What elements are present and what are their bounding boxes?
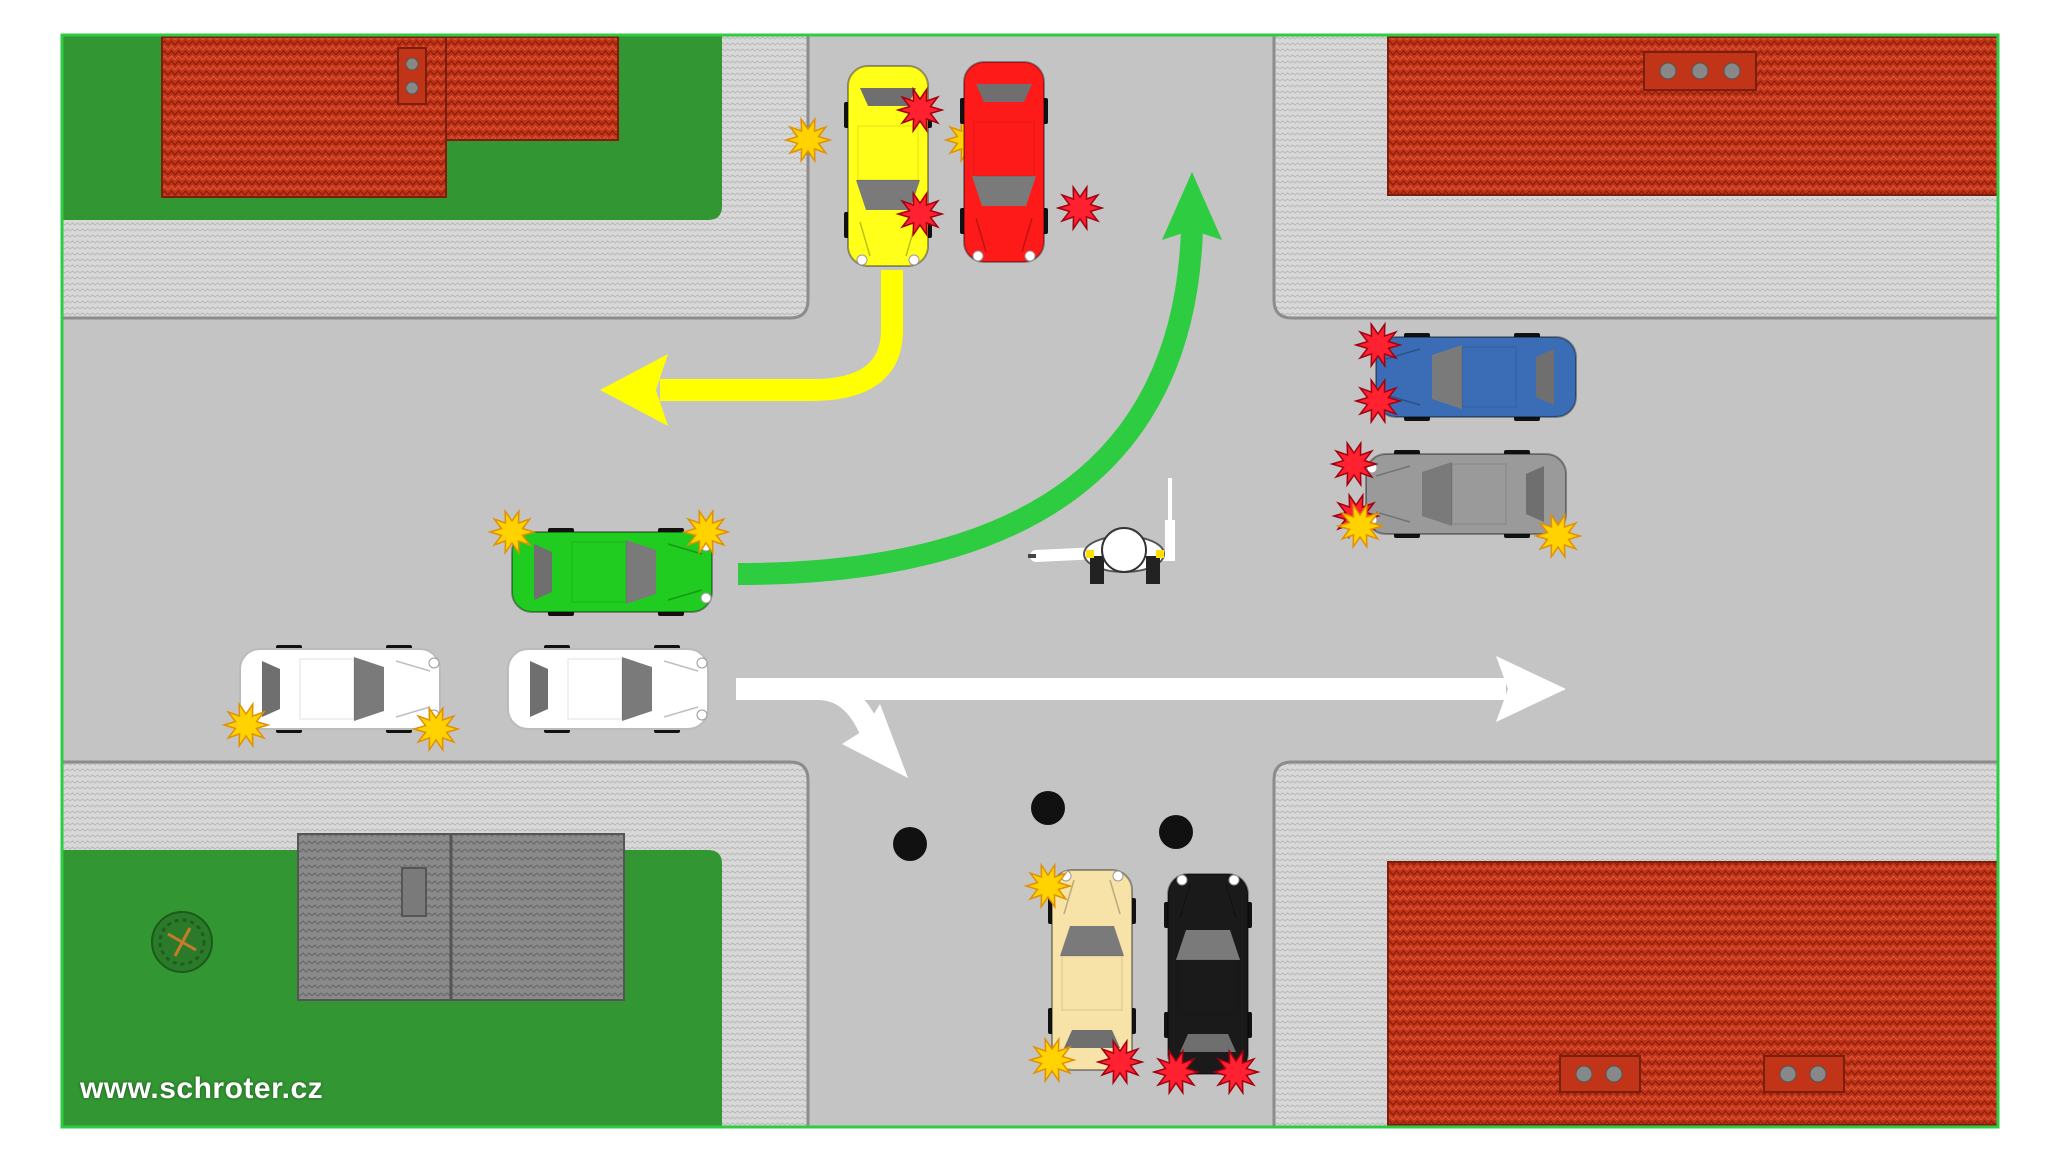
northeast-block bbox=[1272, 33, 2000, 320]
grey-car bbox=[1365, 450, 1567, 538]
turn-signal-icon bbox=[1027, 1036, 1077, 1084]
white-right-turn-arrow bbox=[736, 678, 908, 778]
turn-signal-icon bbox=[681, 508, 731, 556]
chimney bbox=[1763, 1055, 1845, 1093]
turn-signal-icon bbox=[221, 701, 271, 749]
turn-signal-icon bbox=[1533, 512, 1583, 560]
southwest-block bbox=[60, 760, 810, 1129]
vehicles bbox=[221, 61, 1583, 1096]
turn-signal-icon bbox=[1335, 502, 1385, 550]
white-car-rear bbox=[239, 645, 441, 733]
cream-car bbox=[1048, 869, 1136, 1071]
northwest-house-wing bbox=[445, 36, 619, 141]
red-car bbox=[960, 61, 1048, 263]
brake-light-icon bbox=[895, 190, 945, 238]
chimney bbox=[1559, 1055, 1641, 1093]
brake-light-icon bbox=[1353, 377, 1403, 425]
watermark: www.schroter.cz bbox=[80, 1072, 324, 1105]
chimney bbox=[397, 47, 427, 105]
bush-icon bbox=[151, 911, 213, 973]
brake-light-icon bbox=[1095, 1038, 1145, 1086]
green-left-turn-arrow bbox=[737, 172, 1222, 585]
northwest-block bbox=[60, 33, 810, 320]
turn-signal-icon bbox=[783, 116, 833, 164]
brake-light-icon bbox=[895, 86, 945, 134]
road-markers bbox=[893, 791, 1193, 861]
brake-light-icon bbox=[1055, 184, 1105, 232]
brake-light-icon bbox=[1151, 1048, 1201, 1096]
white-straight-arrow bbox=[736, 656, 1566, 722]
blue-car bbox=[1375, 333, 1577, 421]
brake-light-icon bbox=[1353, 321, 1403, 369]
brake-light-icon bbox=[1329, 440, 1379, 488]
brake-light-icon bbox=[1211, 1048, 1261, 1096]
road-marker bbox=[893, 827, 927, 861]
southeast-house bbox=[1387, 861, 1999, 1126]
green-car bbox=[511, 528, 713, 616]
black-car bbox=[1164, 873, 1252, 1075]
white-car-front bbox=[507, 645, 709, 733]
road-marker bbox=[1031, 791, 1065, 825]
traffic-police-officer bbox=[1028, 478, 1175, 584]
southeast-block bbox=[1272, 760, 2000, 1129]
yellow-left-turn-arrow bbox=[600, 270, 903, 426]
road-marker bbox=[1159, 815, 1193, 849]
turn-signal-icon bbox=[411, 705, 461, 753]
turn-signal-icon bbox=[487, 508, 537, 556]
diagram-frame bbox=[60, 33, 2000, 1129]
turn-signal-icon bbox=[1023, 862, 1073, 910]
chimney bbox=[401, 867, 427, 917]
garage-roof bbox=[297, 833, 625, 1001]
